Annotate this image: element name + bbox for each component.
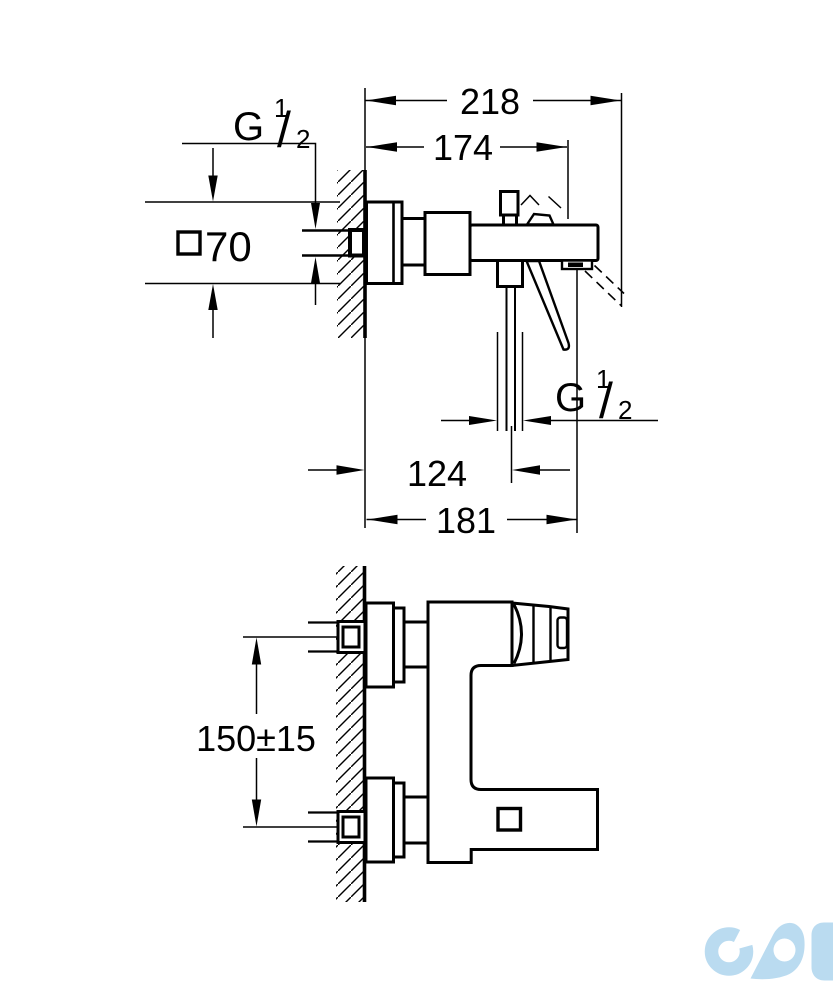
dim-shower-offset: 124 bbox=[308, 426, 570, 494]
dim-174-label: 174 bbox=[433, 127, 493, 168]
thread-sup: 1 bbox=[596, 364, 610, 394]
shower-thread-dim: G 1 / 2 bbox=[441, 332, 658, 431]
wall-hatching bbox=[336, 566, 365, 902]
logo-letter-d-counter bbox=[773, 938, 796, 962]
thread-sub: 2 bbox=[296, 124, 310, 154]
thread-sub: 2 bbox=[618, 395, 632, 425]
body-outline bbox=[426, 600, 599, 864]
wall-front-view bbox=[336, 566, 367, 902]
dim-124-label: 124 bbox=[407, 453, 467, 494]
water-stream-dash bbox=[584, 270, 622, 307]
dim-150-label: 150±15 bbox=[196, 718, 316, 759]
spout-bar bbox=[468, 223, 600, 262]
side-view-drawing: 218 174 G 1 / 2 bbox=[145, 81, 658, 541]
dim-181-label: 181 bbox=[436, 500, 496, 541]
front-view-drawing: 150±15 bbox=[196, 566, 599, 902]
watermark-logo bbox=[704, 922, 833, 981]
dim-218-label: 218 bbox=[460, 81, 520, 122]
dim-depth-to-outlet: 174 bbox=[366, 127, 569, 219]
thread-g: G bbox=[233, 105, 264, 149]
logo-letter-c bbox=[704, 927, 754, 976]
lever-top-view bbox=[524, 212, 556, 226]
escutcheon-bottom bbox=[364, 776, 395, 864]
square-symbol bbox=[176, 230, 202, 256]
diverter-knob bbox=[499, 190, 520, 217]
logo-letter-partial bbox=[811, 922, 833, 981]
body-block bbox=[423, 211, 472, 276]
dim-spout-offset: 181 bbox=[366, 270, 578, 541]
diverter-pull-mark bbox=[520, 194, 540, 206]
escutcheon-side bbox=[365, 200, 404, 285]
lever-handle-side bbox=[524, 259, 571, 351]
water-stream-dash bbox=[593, 264, 625, 295]
inlet-pipe-stub bbox=[302, 228, 366, 258]
thread-slash: / bbox=[277, 102, 291, 158]
mixer-body-side bbox=[365, 190, 625, 431]
wall-side-view bbox=[337, 88, 367, 528]
mixer-body-front bbox=[426, 600, 599, 864]
dim-mounting-centers: 150±15 bbox=[196, 636, 338, 828]
dim-70-label: 70 bbox=[205, 223, 252, 270]
spout-aerator-square bbox=[496, 806, 523, 832]
lever-tip bbox=[556, 616, 569, 650]
thread-sup: 1 bbox=[274, 93, 288, 123]
handle-dome-arc bbox=[512, 603, 523, 665]
shower-outlet-block bbox=[496, 259, 524, 288]
escutcheons-front bbox=[364, 601, 431, 864]
dim-overall-depth: 218 bbox=[365, 81, 623, 307]
inlet-thread-label: G 1 / 2 bbox=[182, 93, 320, 305]
escutcheon-top bbox=[364, 601, 395, 689]
connector-neck bbox=[400, 217, 427, 267]
thread-slash: / bbox=[599, 373, 613, 429]
dim-escutcheon-square: 70 bbox=[145, 148, 340, 338]
thread-g: G bbox=[555, 376, 586, 420]
mounting-connections bbox=[308, 620, 367, 844]
